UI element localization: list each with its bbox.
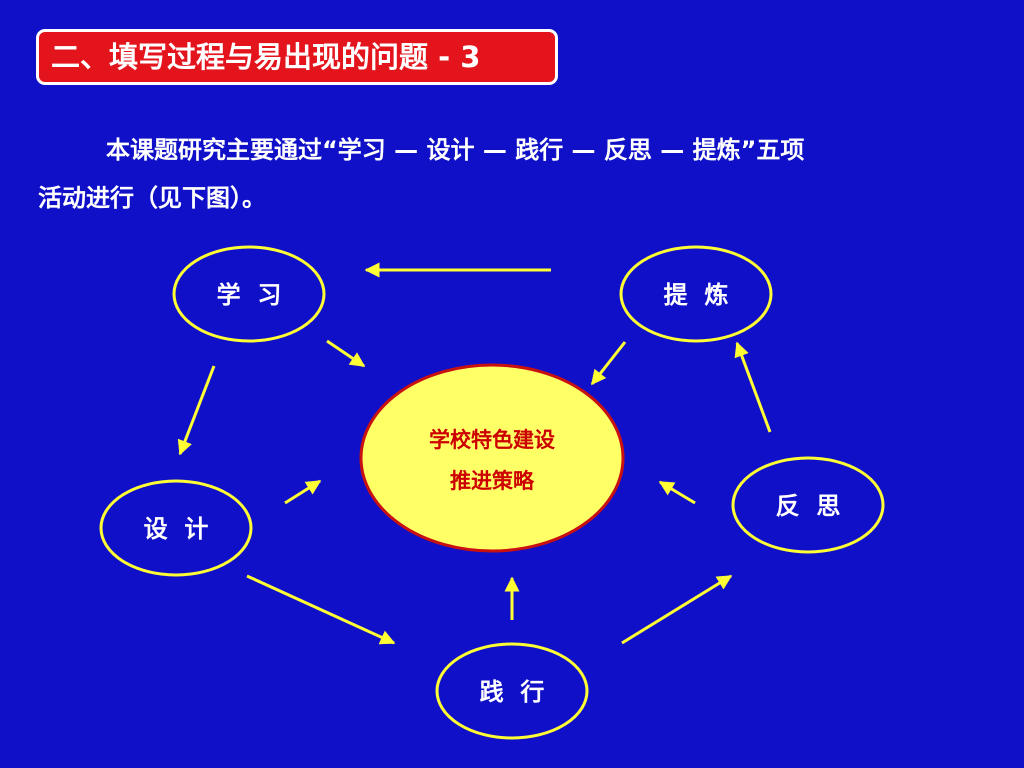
arrow-study-to-center xyxy=(326,339,366,368)
arrow-study-to-design xyxy=(177,365,216,456)
arrow-practice-to-reflect xyxy=(621,574,733,645)
node-reflect: 反 思 xyxy=(731,456,885,554)
arrow-design-to-center xyxy=(284,479,322,505)
arrow-reflect-to-center xyxy=(658,480,696,505)
center-node: 学校特色建设 推进策略 xyxy=(359,363,625,553)
node-study: 学 习 xyxy=(172,245,326,343)
node-refine-label: 提 炼 xyxy=(664,281,729,309)
intro-line-1: 本课题研究主要通过“学习 — 设计 — 践行 — 反思 — 提炼”五项 xyxy=(106,136,805,164)
node-design: 设 计 xyxy=(99,479,253,577)
intro-line-2: 活动进行（见下图）。 xyxy=(38,184,266,212)
arrow-reflect-to-refine xyxy=(734,341,772,433)
node-study-label: 学 习 xyxy=(217,281,282,309)
center-label-line-2: 推进策略 xyxy=(450,469,535,493)
center-label-line-1: 学校特色建设 xyxy=(429,428,555,452)
node-practice-label: 践 行 xyxy=(480,678,545,706)
node-reflect-label: 反 思 xyxy=(776,492,841,520)
page-title: 二、填写过程与易出现的问题 - 3 xyxy=(36,29,558,85)
node-refine: 提 炼 xyxy=(619,245,773,343)
arrow-refine-to-center xyxy=(590,341,627,386)
intro-paragraph: 本课题研究主要通过“学习 — 设计 — 践行 — 反思 — 提炼”五项 活动进行… xyxy=(38,126,968,222)
node-design-label: 设 计 xyxy=(144,515,209,543)
arrow-design-to-practice xyxy=(246,574,396,645)
node-practice: 践 行 xyxy=(435,642,589,740)
